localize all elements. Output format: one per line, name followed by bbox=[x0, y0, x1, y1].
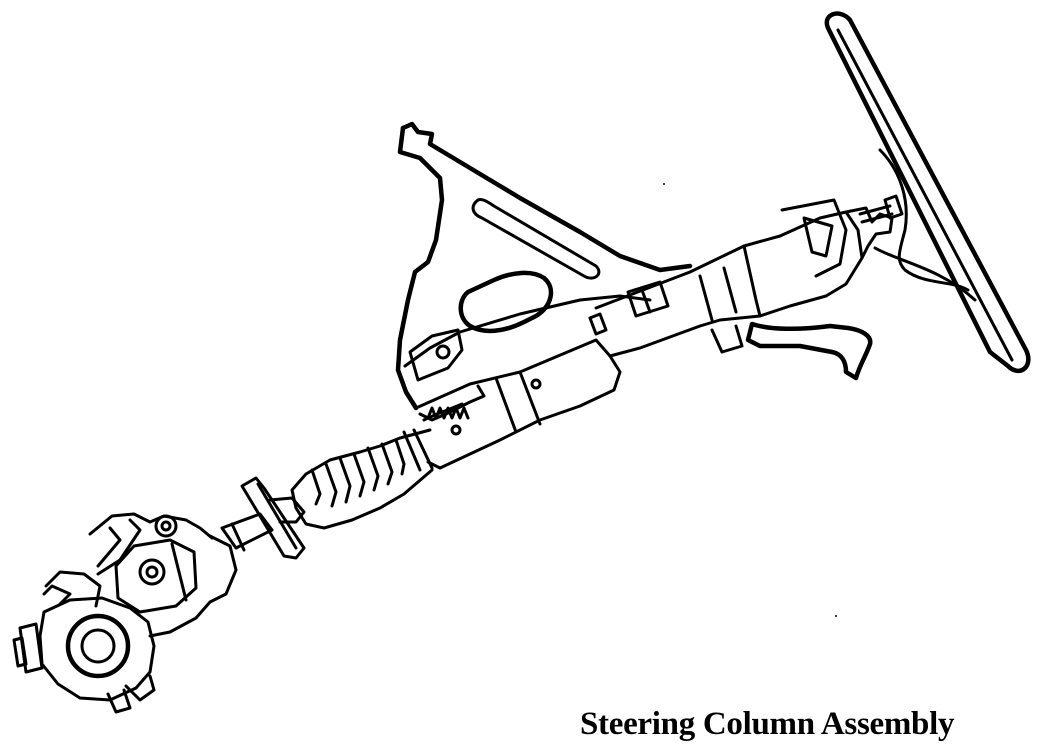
steering-wheel bbox=[824, 11, 1031, 374]
dust-boot bbox=[290, 428, 434, 530]
figure-caption: Steering Column Assembly bbox=[580, 706, 955, 742]
universal-joint bbox=[42, 512, 238, 638]
column-upper-housing bbox=[588, 198, 894, 381]
intermediate-shaft bbox=[220, 476, 306, 560]
mounting-bracket bbox=[395, 121, 693, 411]
column-lower-tube bbox=[414, 338, 622, 470]
steering-gear-housing bbox=[12, 596, 156, 714]
